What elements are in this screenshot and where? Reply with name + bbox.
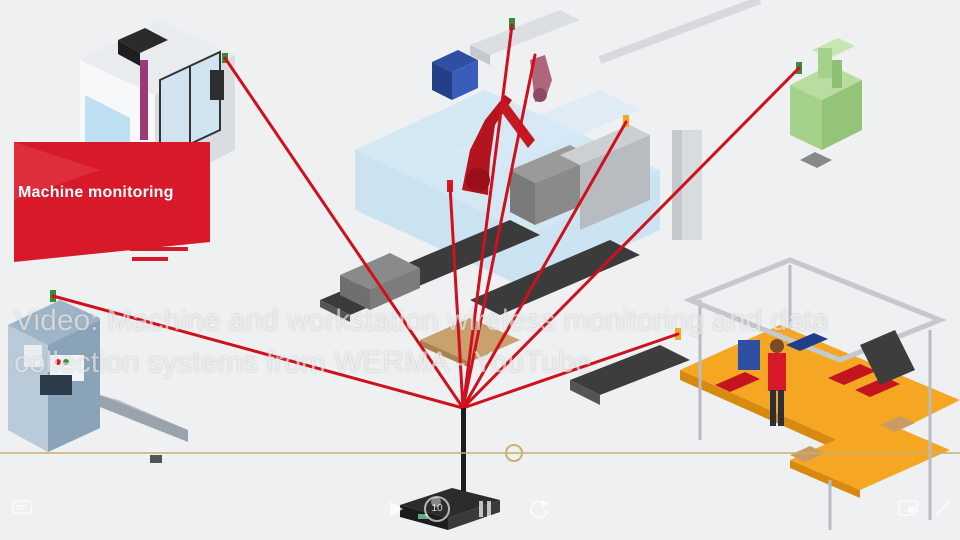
subtitles-icon[interactable]	[12, 500, 32, 516]
packaging-machine	[8, 300, 188, 463]
rewind-10-icon[interactable]: 10	[424, 496, 450, 522]
fullscreen-icon[interactable]	[898, 500, 918, 516]
wireless-links	[51, 23, 801, 410]
robot-cell	[320, 10, 702, 368]
green-machine	[790, 38, 862, 168]
video-controls: 10	[0, 440, 960, 540]
machine-monitoring-banner	[14, 142, 210, 262]
skip-seconds-label: 10	[431, 503, 443, 514]
banner-title: Machine monitoring	[18, 184, 174, 201]
progress-scrubber[interactable]	[505, 444, 523, 462]
play-icon[interactable]	[388, 500, 404, 518]
workstation	[570, 257, 960, 530]
pause-icon[interactable]	[478, 500, 492, 518]
replay-icon[interactable]	[528, 498, 550, 520]
edit-icon[interactable]	[934, 498, 952, 518]
